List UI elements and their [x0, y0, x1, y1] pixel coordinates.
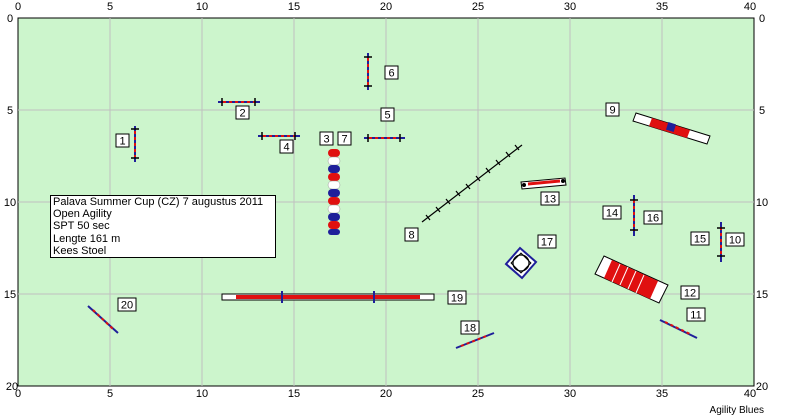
label-5: 5 [380, 107, 395, 122]
tick-label: 35 [656, 1, 668, 13]
obstacle-number-labels: 1 2 3 4 5 6 7 8 [115, 65, 745, 335]
tick-label: 40 [744, 388, 756, 400]
label-4: 4 [279, 139, 294, 154]
label-17: 17 [537, 234, 557, 249]
label-13: 13 [540, 191, 560, 206]
label-18: 18 [460, 320, 480, 335]
svg-text:16: 16 [647, 213, 659, 225]
label-7: 7 [337, 131, 352, 146]
judge-name: Kees Stoel [53, 244, 107, 257]
svg-text:5: 5 [384, 110, 390, 122]
svg-text:17: 17 [541, 237, 553, 249]
svg-text:18: 18 [464, 323, 476, 335]
jump-10 [717, 222, 725, 262]
class-name: Open Agility [53, 208, 112, 221]
tick-label: 15 [756, 289, 768, 301]
svg-text:20: 20 [121, 300, 133, 312]
tick-label: 5 [107, 1, 113, 13]
tick-label: 0 [15, 388, 21, 400]
svg-text:19: 19 [451, 293, 463, 305]
tick-label: 0 [759, 13, 765, 25]
label-19: 19 [447, 290, 467, 305]
tick-label: 10 [196, 388, 208, 400]
tick-label: 40 [744, 1, 756, 13]
tick-label: 20 [380, 1, 392, 13]
jump-1 [131, 126, 139, 162]
jump-2 [218, 98, 260, 106]
tick-label: 5 [7, 105, 13, 117]
label-11: 11 [686, 307, 706, 322]
y-axis-left: 0 5 10 15 20 [4, 13, 18, 393]
event-title: Palava Summer Cup (CZ) 7 augustus 2011 [53, 196, 264, 208]
tick-label: 35 [656, 388, 668, 400]
jump-14-16 [630, 195, 638, 236]
seesaw-9 [632, 112, 711, 145]
label-1: 1 [115, 133, 130, 148]
weave-poles-8 [421, 144, 523, 223]
svg-text:10: 10 [729, 235, 741, 247]
a-frame-12 [594, 255, 669, 304]
tick-label: 10 [756, 197, 768, 209]
label-15: 15 [690, 231, 710, 246]
label-20: 20 [117, 297, 137, 312]
label-9: 9 [605, 102, 620, 117]
jump-6 [364, 53, 372, 90]
table-17 [504, 246, 538, 280]
svg-text:11: 11 [690, 310, 701, 322]
tick-label: 0 [15, 1, 21, 13]
label-3: 3 [319, 131, 334, 146]
weave-poles-3-7 [327, 149, 341, 235]
tick-label: 5 [107, 388, 113, 400]
label-6: 6 [384, 65, 399, 80]
svg-text:7: 7 [341, 134, 347, 146]
tick-label: 25 [472, 1, 484, 13]
standard-course-time: SPT 50 sec [53, 220, 110, 233]
tick-label: 15 [288, 388, 300, 400]
tick-label: 25 [472, 388, 484, 400]
jump-4 [258, 132, 300, 140]
jump-18 [455, 332, 495, 349]
tick-label: 20 [756, 381, 768, 393]
label-10: 10 [725, 232, 745, 247]
svg-text:15: 15 [694, 234, 706, 246]
svg-text:14: 14 [606, 208, 618, 220]
tick-label: 15 [288, 1, 300, 13]
jump-20 [87, 305, 119, 334]
x-axis-top: 0 5 10 15 20 25 30 35 40 [15, 1, 756, 13]
y-axis-right: 0 5 10 15 20 [756, 13, 768, 393]
course-length: Lengte 161 m [53, 232, 121, 245]
tick-label: 20 [380, 388, 392, 400]
svg-text:9: 9 [609, 105, 615, 117]
dog-walk-19 [221, 291, 435, 303]
tick-label: 5 [759, 105, 765, 117]
label-12: 12 [680, 285, 700, 300]
credit-label: Agility Blues [709, 405, 764, 416]
tick-label: 0 [7, 13, 13, 25]
label-14: 14 [602, 205, 622, 220]
svg-text:2: 2 [239, 108, 245, 120]
tick-label: 10 [4, 197, 16, 209]
tick-label: 30 [564, 388, 576, 400]
svg-text:12: 12 [684, 288, 696, 300]
svg-text:3: 3 [323, 134, 329, 146]
label-2: 2 [235, 105, 250, 120]
tick-label: 20 [6, 381, 18, 393]
svg-text:4: 4 [283, 142, 289, 154]
jump-5 [364, 134, 405, 142]
tick-label: 30 [564, 1, 576, 13]
tick-label: 15 [4, 289, 16, 301]
tyre-13 [520, 177, 567, 190]
svg-text:8: 8 [408, 230, 414, 242]
label-16: 16 [643, 210, 663, 225]
svg-text:13: 13 [544, 194, 556, 206]
svg-text:1: 1 [119, 136, 125, 148]
label-8: 8 [404, 227, 419, 242]
x-axis-bottom: 0 5 10 15 20 25 30 35 40 [15, 388, 756, 400]
jump-11 [659, 319, 698, 339]
tick-label: 10 [196, 1, 208, 13]
svg-text:6: 6 [388, 68, 394, 80]
course-info-box: Palava Summer Cup (CZ) 7 augustus 2011 O… [50, 195, 276, 258]
